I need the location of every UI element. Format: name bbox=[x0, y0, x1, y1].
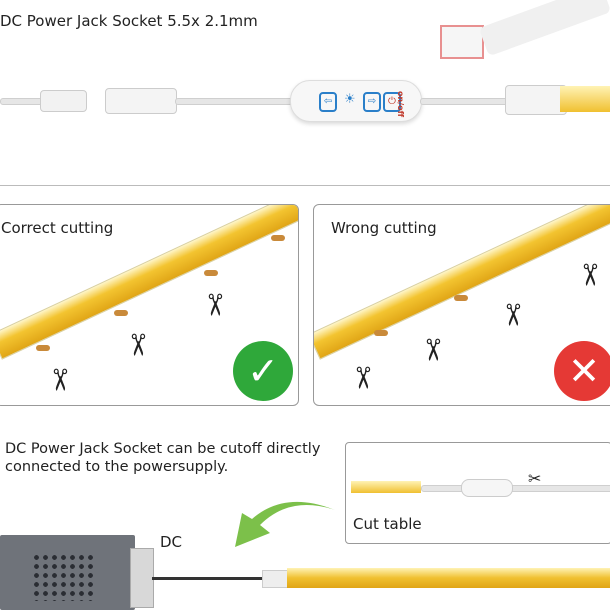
green-arrow-icon bbox=[235, 501, 335, 547]
scissors-icon: ✂ bbox=[119, 332, 155, 358]
page-title: DC Power Jack Socket 5.5x 2.1mm bbox=[0, 12, 258, 30]
power-icon: ⏻ bbox=[383, 92, 401, 112]
brightness-icon: ☀ bbox=[344, 92, 356, 107]
scissors-icon: ✂ bbox=[196, 292, 232, 318]
panel-title: Correct cutting bbox=[1, 219, 114, 237]
power-supply bbox=[0, 535, 135, 610]
led-strip-mini bbox=[351, 481, 421, 493]
dc-socket-female bbox=[105, 88, 177, 114]
cable-middle bbox=[175, 98, 297, 105]
scissors-icon: ✂ bbox=[494, 302, 530, 328]
description-text: DC Power Jack Socket can be cutoff direc… bbox=[5, 440, 320, 476]
description-line: connected to the powersupply. bbox=[5, 459, 229, 475]
output-wire bbox=[152, 577, 272, 580]
strip-connector bbox=[505, 85, 567, 115]
scissors-icon: ✂ bbox=[571, 262, 607, 288]
scissors-icon: ✂ bbox=[528, 469, 542, 488]
wrong-cutting-panel: Wrong cutting ✂ ✂ ✂ ✂ ✕ bbox=[313, 204, 610, 406]
scissors-icon: ✂ bbox=[344, 365, 380, 391]
section-divider bbox=[0, 185, 610, 186]
dc-plug-male bbox=[40, 90, 87, 112]
correct-cutting-panel: Correct cutting ✂ ✂ ✂ ✓ bbox=[0, 204, 299, 406]
panel-title: Wrong cutting bbox=[331, 219, 437, 237]
cross-icon: ✕ bbox=[554, 341, 610, 401]
description-line: DC Power Jack Socket can be cutoff direc… bbox=[5, 441, 321, 457]
brightness-up-icon: ⇨ bbox=[363, 92, 381, 112]
dc-label: DC bbox=[160, 533, 183, 551]
mini-controller bbox=[461, 479, 513, 497]
check-icon: ✓ bbox=[233, 341, 293, 401]
led-strip-bottom bbox=[287, 568, 610, 588]
brightness-down-icon: ⇦ bbox=[319, 92, 337, 112]
onoff-label: on/off bbox=[396, 91, 405, 118]
cut-table-label: Cut table bbox=[353, 515, 422, 533]
strip-connector bbox=[262, 570, 289, 588]
dc-plug-closeup bbox=[440, 0, 610, 60]
dimmer-controller: ⇦ ☀ ⇨ ⏻ on/off bbox=[290, 80, 422, 122]
scissors-icon: ✂ bbox=[414, 337, 450, 363]
cable-right bbox=[420, 98, 512, 105]
cut-table-box: ✂ Cut table bbox=[345, 442, 610, 544]
led-strip-top bbox=[560, 86, 610, 112]
terminal-block bbox=[130, 548, 154, 608]
scissors-icon: ✂ bbox=[41, 367, 77, 393]
